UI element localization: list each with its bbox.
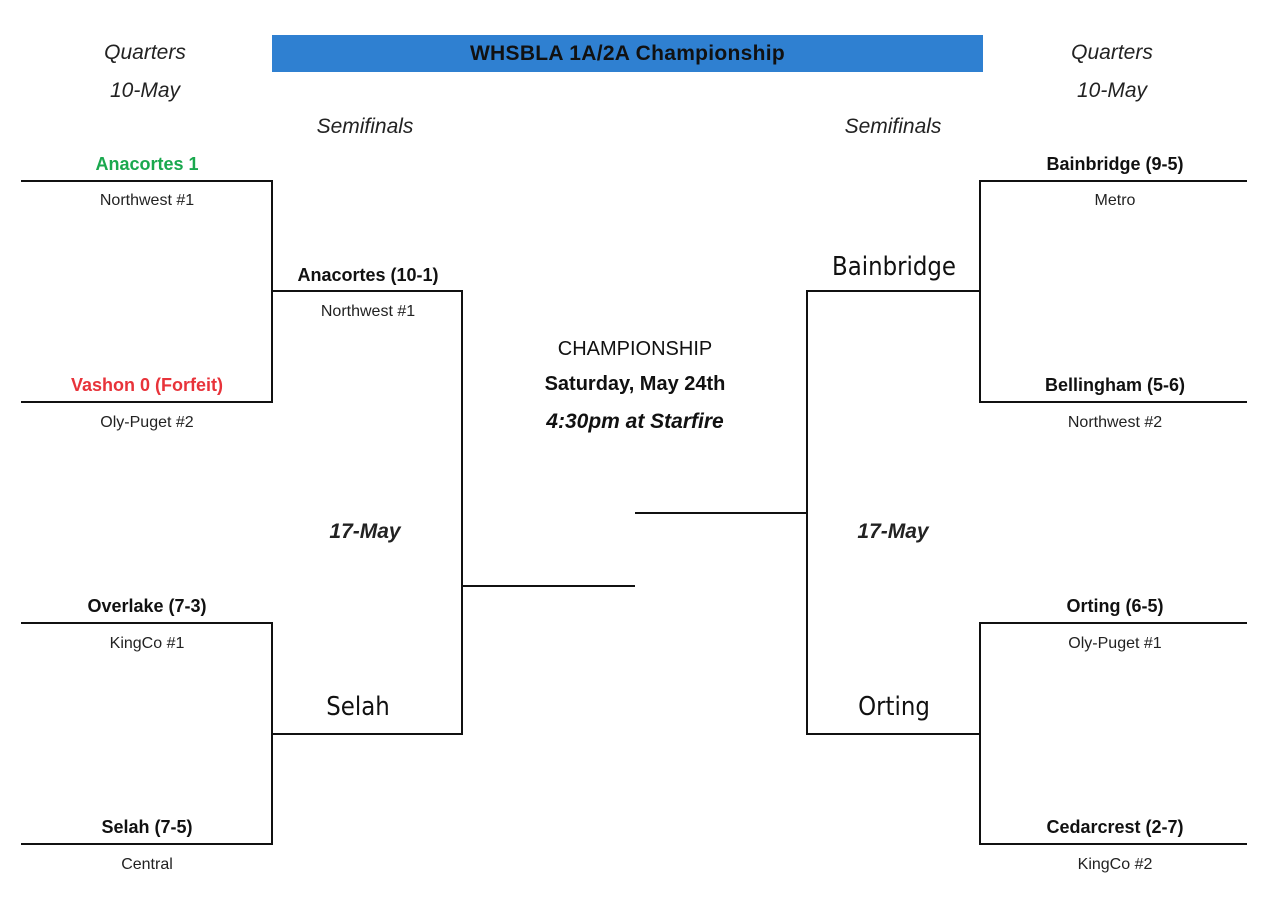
right-q4-sub: KingCo #2 (1077, 856, 1153, 873)
left-q3-sub: KingCo #1 (109, 635, 185, 652)
left-semifinals-header: Semifinals (316, 115, 414, 138)
right-final-line (635, 512, 808, 514)
right-s1-team: Bainbridge (832, 252, 956, 282)
left-s2-team: Selah (326, 692, 390, 722)
right-q3-line (979, 622, 1247, 624)
right-q2-team: Bellingham (5-6) (1044, 375, 1186, 395)
left-q4-team: Selah (7-5) (101, 817, 193, 837)
left-q1-line (21, 180, 273, 182)
right-q2-line (979, 401, 1247, 403)
left-q4-sub: Central (121, 856, 173, 873)
right-q1-team: Bainbridge (9-5) (1046, 154, 1184, 174)
right-semifinals-header: Semifinals (844, 115, 942, 138)
left-semis-connector (461, 290, 463, 735)
left-s1-team: Anacortes (10-1) (297, 265, 439, 285)
championship-time-place: 4:30pm at Starfire (546, 410, 724, 433)
left-q3-team: Overlake (7-3) (87, 596, 207, 616)
right-s2-team: Orting (858, 692, 930, 722)
championship-date: Saturday, May 24th (544, 373, 726, 395)
right-q4-team: Cedarcrest (2-7) (1046, 817, 1184, 837)
left-q2-sub: Oly-Puget #2 (100, 414, 194, 431)
right-q4-line (979, 843, 1247, 845)
right-s1-line (806, 290, 981, 292)
left-q2-team: Vashon 0 (Forfeit) (70, 375, 223, 395)
title-bar: WHSBLA 1A/2A Championship (272, 35, 983, 72)
left-q1-sub: Northwest #1 (99, 192, 195, 209)
right-q1-line (979, 180, 1247, 182)
left-s2-line (271, 733, 463, 735)
right-q3-team: Orting (6-5) (1066, 596, 1164, 616)
championship-label: CHAMPIONSHIP (557, 338, 713, 360)
left-semifinals-date: 17-May (329, 520, 401, 543)
right-q2-sub: Northwest #2 (1067, 414, 1163, 431)
right-semifinals-date: 17-May (857, 520, 929, 543)
tournament-title: WHSBLA 1A/2A Championship (469, 41, 786, 65)
right-q1-sub: Metro (1094, 192, 1136, 209)
left-q4-line (21, 843, 273, 845)
right-s2-line (806, 733, 981, 735)
right-q3-sub: Oly-Puget #1 (1068, 635, 1162, 652)
left-s1-sub: Northwest #1 (320, 303, 416, 320)
left-s1-line (271, 290, 463, 292)
left-q1-team: Anacortes 1 (95, 154, 199, 174)
left-q2-line (21, 401, 273, 403)
left-quarters-date: 10-May (109, 79, 181, 102)
right-quarters-header: Quarters (1071, 41, 1153, 64)
left-q3-line (21, 622, 273, 624)
right-quarters-date: 10-May (1076, 79, 1148, 102)
left-quarters-header: Quarters (104, 41, 186, 64)
left-final-line (461, 585, 635, 587)
